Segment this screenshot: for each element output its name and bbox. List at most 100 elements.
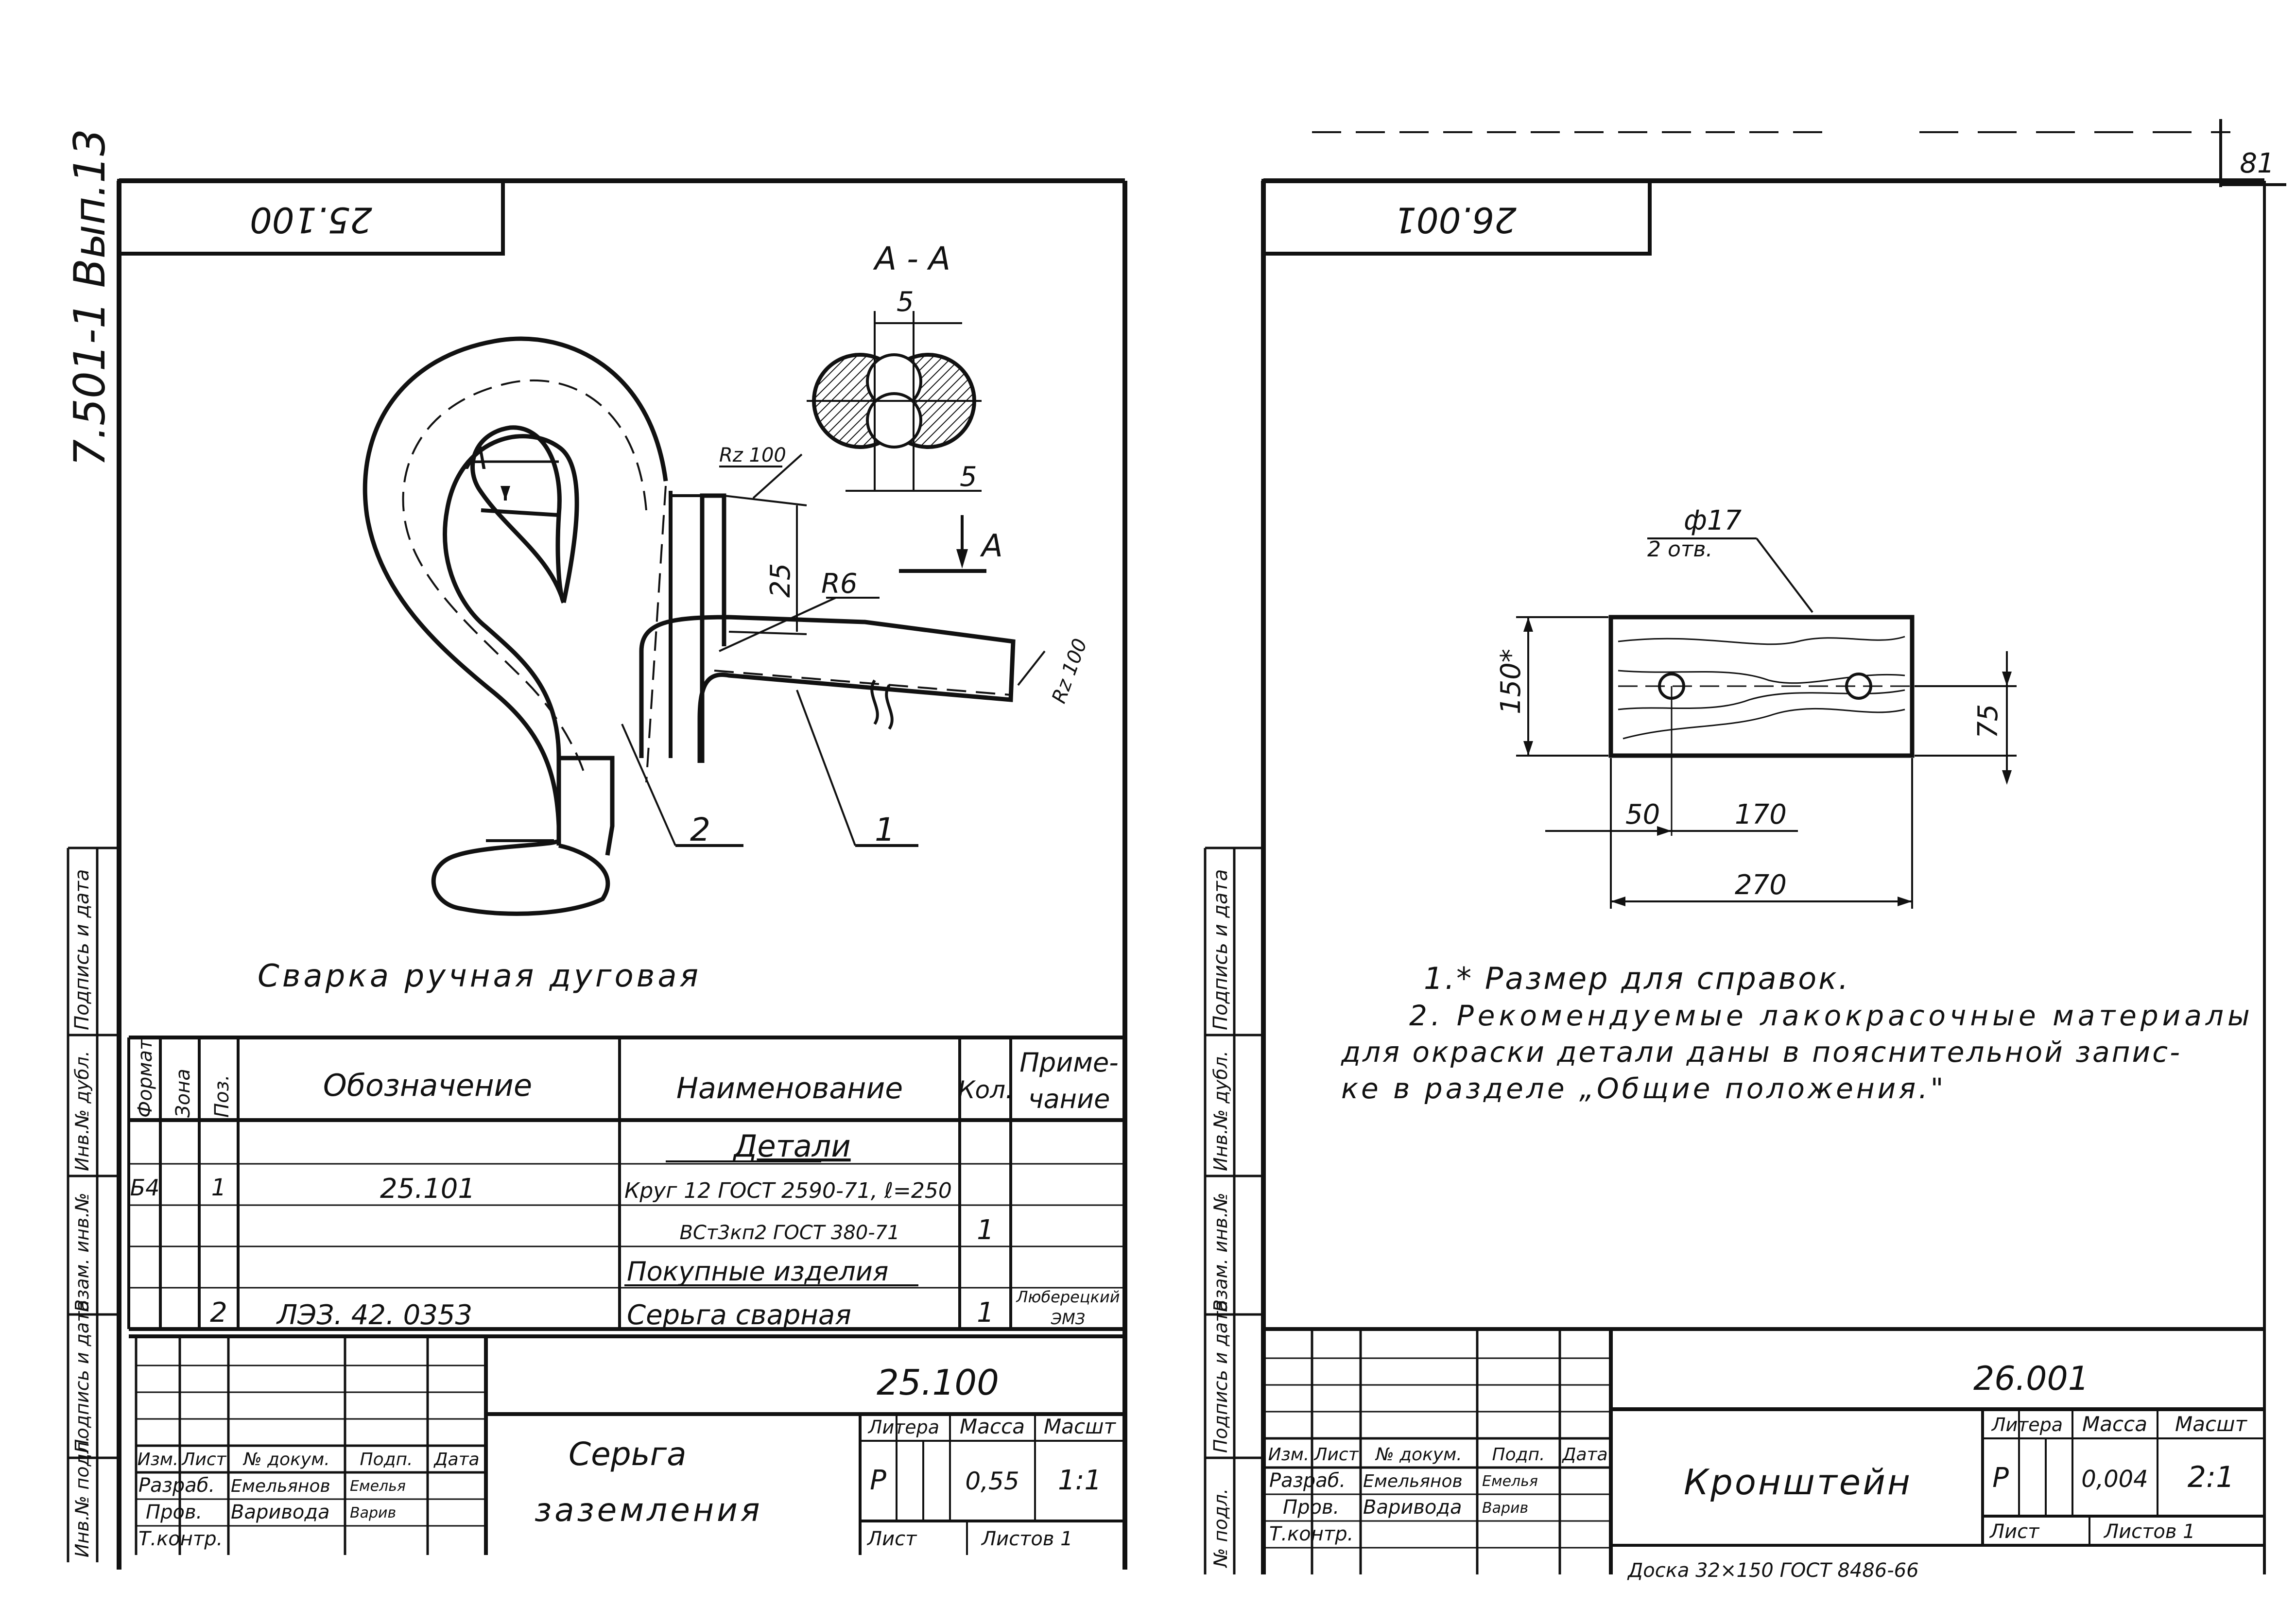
right-tb-code: 26.001 xyxy=(1973,1360,2089,1398)
right-side-strip: Подпись и дата Взам. инв.№ Инв.№ дубл. П… xyxy=(1204,847,1263,1574)
weld-note: Сварка ручная дуговая xyxy=(258,958,701,994)
dim-hole-count: 2 отв. xyxy=(1647,537,1712,562)
spec-header-format: Формат xyxy=(134,1038,156,1118)
spec-row1-name-b: ВСт3кп2 ГОСТ 380-71 xyxy=(679,1222,899,1244)
dim-25: 25 xyxy=(765,563,796,598)
right-tb-sheet: Лист xyxy=(1989,1521,2040,1543)
right-tb-razrab-sign: Емелья xyxy=(1482,1473,1538,1490)
callouts-left: 2 1 xyxy=(621,690,918,848)
dim-hole: ф17 xyxy=(1684,505,1742,536)
left-tb-name-b: заземления xyxy=(535,1491,763,1529)
spec-row1-pos: 1 xyxy=(211,1174,226,1201)
page-number: 81 xyxy=(2240,148,2274,179)
left-tb-prov-sign: Варив xyxy=(350,1504,396,1521)
left-tb-hdr-izm: Изм. xyxy=(138,1450,179,1469)
side-label-sign-date-2: Подпись и дата xyxy=(71,1300,93,1453)
right-tb-tkontr: Т.контр. xyxy=(1269,1523,1353,1545)
spec-row1-designation: 25.101 xyxy=(380,1173,475,1205)
left-tb-massa-h: Масса xyxy=(960,1415,1025,1438)
spec-row1-qty: 1 xyxy=(977,1214,994,1246)
right-sheet: 26.001 Подпись и дата Взам. инв.№ Инв.№ … xyxy=(1204,178,2266,1582)
right-tb-prov-sign: Варив xyxy=(1482,1500,1528,1517)
left-tb-litera-h: Литера xyxy=(867,1417,939,1438)
callout-2: 2 xyxy=(690,811,710,848)
left-tb-razrab-name: Емельянов xyxy=(231,1476,330,1496)
dim-r6: R6 xyxy=(821,568,858,600)
section-label: А - А xyxy=(873,240,950,277)
spec-row2-note-b: ЭМЗ xyxy=(1051,1310,1085,1328)
side-label-inv-dup: Инв.№ дубл. xyxy=(71,1051,93,1171)
right-tb-sheets: Листов 1 xyxy=(2103,1521,2195,1543)
dim-rz100-a: Rz 100 xyxy=(719,444,786,467)
bracket-drawing xyxy=(1608,615,1915,758)
left-tb-razrab: Разраб. xyxy=(138,1474,215,1497)
section-marker-a-right: А xyxy=(980,528,1003,564)
page-header-marks: 81 xyxy=(1312,119,2286,187)
note-2-line-2: для окраски детали даны в пояснительной … xyxy=(1341,1036,2182,1069)
spec-row2-qty: 1 xyxy=(977,1297,994,1329)
bracket-notes: 1.* Размер для справок. 2. Рекомендуемые… xyxy=(1341,961,2250,1105)
section-marker-a-left: А xyxy=(465,441,559,517)
dim-5-top: 5 xyxy=(897,286,914,318)
right-side-label-inv-orig: № подл. xyxy=(1210,1488,1231,1568)
right-tb-massa-h: Масса xyxy=(2082,1412,2147,1436)
section-a-a: А - А 5 5 А xyxy=(807,240,1003,573)
right-tb-masshtab-h: Масшт xyxy=(2175,1412,2247,1436)
right-tb-massa: 0,004 xyxy=(2081,1466,2148,1493)
right-tb-litera: Р xyxy=(1992,1462,2009,1494)
right-tb-hdr-izm: Изм. xyxy=(1268,1445,1310,1465)
rod-drawing xyxy=(639,485,1016,783)
side-label-inv-replace: Взам. инв.№ xyxy=(71,1192,93,1312)
right-side-label-sign-date-2: Подпись и дата xyxy=(1210,1300,1231,1453)
left-tb-hdr-list: Лист xyxy=(181,1450,226,1469)
spec-header-note-a: Приме- xyxy=(1019,1047,1118,1078)
dim-5-bottom: 5 xyxy=(960,461,977,493)
spec-header-zone: Зона xyxy=(172,1069,194,1118)
spec-row2-name: Серьга сварная xyxy=(627,1299,851,1331)
dim-rz100-b: Rz 100 xyxy=(1048,636,1091,706)
right-tb-material: Доска 32×150 ГОСТ 8486-66 xyxy=(1627,1559,1919,1582)
bracket-dimensions: ф17 2 отв. 150* 75 50 170 270 xyxy=(1495,505,2017,909)
right-tb-hdr-sign: Подп. xyxy=(1492,1445,1545,1465)
left-tb-name-a: Серьга xyxy=(569,1435,687,1473)
left-tb-litera: Р xyxy=(870,1465,886,1496)
spec-header-name: Наименование xyxy=(676,1071,903,1106)
left-sheet: 25.100 Подпись и дата Взам. инв.№ Инв.№ … xyxy=(67,178,1127,1570)
dim-170: 170 xyxy=(1735,799,1787,830)
left-tb-prov: Пров. xyxy=(146,1501,202,1523)
right-tb-litera-h: Литера xyxy=(1991,1414,2063,1435)
right-side-label-sign-date-1: Подпись и дата xyxy=(1209,869,1232,1030)
spec-header-note-b: чание xyxy=(1028,1084,1110,1114)
left-dimensions: 25 R6 Rz 100 Rz 100 xyxy=(719,444,1092,706)
series-label: 7.501-1 Вып.13 xyxy=(65,129,115,467)
right-title-block: 26.001 Кронштейн Изм. Лист № докум. Подп… xyxy=(1266,1327,2264,1582)
dim-150: 150* xyxy=(1495,649,1527,714)
left-tb-masshtab: 1:1 xyxy=(1058,1465,1102,1496)
left-tb-prov-name: Варивода xyxy=(231,1501,330,1523)
spec-header-qty: Кол. xyxy=(958,1076,1013,1104)
left-tb-code: 25.100 xyxy=(877,1362,999,1403)
right-tb-prov-name: Варивода xyxy=(1363,1496,1462,1519)
right-side-label-inv-dup: Инв.№ дубл. xyxy=(1210,1051,1231,1171)
left-tb-hdr-date: Дата xyxy=(433,1450,479,1469)
right-side-label-inv-replace: Взам. инв.№ xyxy=(1210,1192,1231,1312)
spec-header-pos: Поз. xyxy=(211,1074,233,1118)
left-title-block: 25.100 Серьга заземления Изм. Лист № док… xyxy=(129,1334,1125,1555)
earring-drawing xyxy=(363,336,668,916)
spec-section-details: Детали xyxy=(732,1128,851,1164)
right-tb-hdr-list: Лист xyxy=(1313,1445,1359,1465)
left-tb-hdr-sign: Подп. xyxy=(360,1450,413,1469)
spec-header-designation: Обозначение xyxy=(323,1068,532,1103)
left-side-strip: Подпись и дата Взам. инв.№ Инв.№ дубл. П… xyxy=(67,847,119,1562)
spec-row2-designation: ЛЭЗ. 42. 0353 xyxy=(276,1299,472,1331)
right-tb-hdr-doc: № докум. xyxy=(1375,1445,1462,1465)
dim-270: 270 xyxy=(1735,869,1787,901)
left-tb-massa: 0,55 xyxy=(965,1467,1019,1495)
left-tb-hdr-doc: № докум. xyxy=(242,1450,329,1469)
svg-text:А: А xyxy=(465,441,488,477)
left-tb-razrab-sign: Емелья xyxy=(350,1478,406,1495)
right-tb-hdr-date: Дата xyxy=(1561,1445,1607,1465)
right-tb-name: Кронштейн xyxy=(1684,1462,1912,1503)
spec-section-purchased: Покупные изделия xyxy=(627,1256,888,1287)
